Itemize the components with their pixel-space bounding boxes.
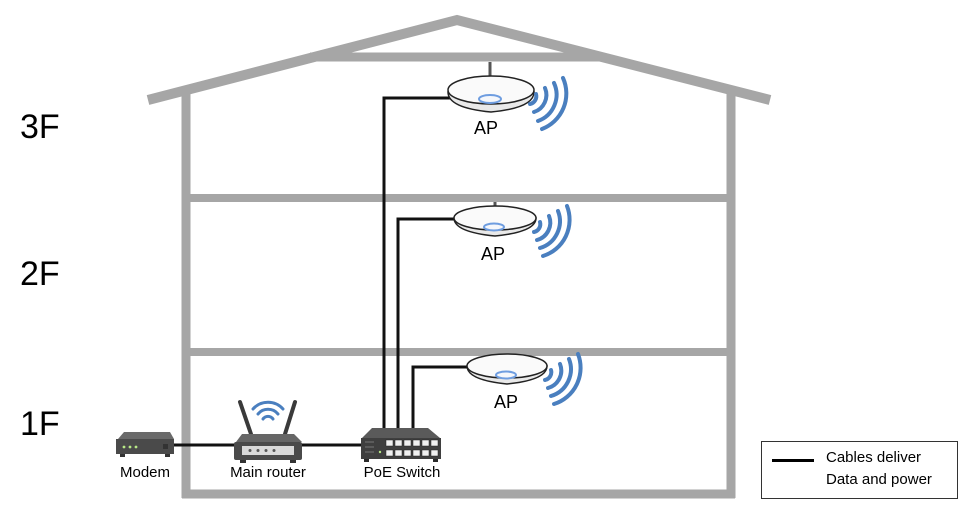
router-icon [234, 400, 302, 463]
ap-3f [447, 75, 535, 113]
switch-label: PoE Switch [363, 464, 441, 481]
floor-label-1f: 1F [20, 405, 60, 443]
wifi-signal-2f-icon [532, 204, 572, 258]
ap-3f-led [478, 94, 502, 104]
ap-1f [466, 353, 548, 385]
modem-icon [116, 432, 174, 457]
router-label: Main router [230, 464, 306, 481]
wifi-signal-1f-icon [543, 352, 583, 406]
ap-1f-led [495, 370, 517, 380]
cable-switch-ap-2f [396, 217, 456, 428]
modem-label: Modem [119, 464, 171, 481]
router-wifi-icon [251, 400, 285, 421]
roof [146, 14, 772, 105]
floor-label-3f: 3F [20, 108, 60, 146]
cable-switch-ap-1f [411, 365, 470, 428]
ap-label-3f: AP [474, 118, 499, 138]
ap-2f-led [483, 222, 505, 232]
house-structure [146, 14, 772, 499]
legend-line1: Cables deliver [826, 449, 922, 466]
legend: Cables deliver Data and power [761, 441, 958, 499]
poe-switch-icon [361, 428, 441, 462]
legend-line2: Data and power [826, 471, 932, 488]
cables [172, 62, 497, 447]
legend-cable-swatch [772, 459, 814, 462]
ap-label-1f: AP [494, 392, 519, 412]
wifi-signal-3f-icon [528, 76, 569, 131]
ap-2f [453, 205, 537, 237]
ap-label-2f: AP [481, 244, 506, 264]
cable-switch-ap-3f [382, 96, 450, 428]
floor-label-2f: 2F [20, 255, 60, 293]
